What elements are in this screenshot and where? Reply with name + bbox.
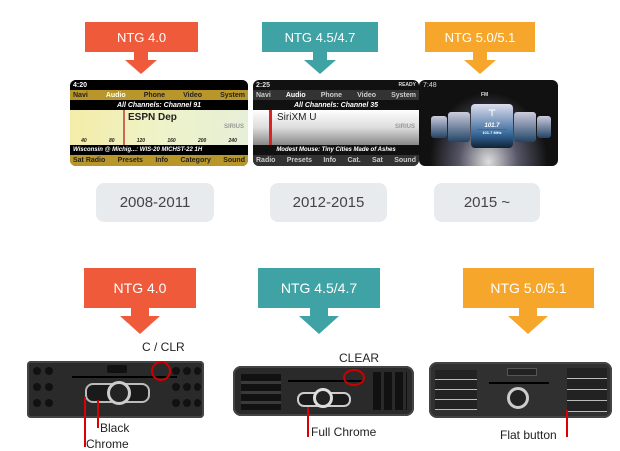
arrow-stem — [519, 308, 537, 316]
arrow-stem — [134, 52, 148, 60]
softkey: Presets — [286, 157, 313, 164]
channel-text: All Channels: Channel 35 — [293, 101, 379, 109]
down-arrow-icon — [508, 316, 548, 334]
down-arrow-icon — [304, 60, 336, 74]
rotary-knob — [313, 388, 333, 408]
menu-item: Navi — [256, 91, 271, 99]
rotary-knob — [507, 387, 529, 409]
cd-slot — [489, 382, 549, 384]
arrow-stem — [310, 308, 328, 316]
down-arrow-icon — [125, 60, 157, 74]
ntg50-screen: 7:48 FM ⊤ 101.7 101.7 MHz — [419, 80, 558, 166]
clock: 4:20 — [73, 81, 88, 89]
banner-ntg45-top: NTG 4.5/4.7 — [262, 22, 378, 52]
menu-item: Video — [357, 91, 377, 99]
frequency-sub: 101.7 MHz — [477, 129, 507, 135]
menu-item: Navi — [73, 91, 88, 99]
station-name: SiriXM U — [277, 112, 317, 123]
rotary-knob — [107, 381, 131, 405]
menu-item: Audio — [285, 91, 306, 99]
annotation-full-chrome: Full Chrome — [311, 425, 377, 439]
banner-ntg50-top: NTG 5.0/5.1 — [425, 22, 535, 52]
softkey: Sound — [223, 157, 245, 164]
channel-text: All Channels: Channel 91 — [116, 101, 202, 109]
info-text: Wisconsin @ Michig...: WIS-20 MICHST-22 … — [73, 147, 203, 153]
annotation-flat-button: Flat button — [500, 428, 557, 442]
menu-item: Audio — [105, 91, 126, 99]
annotation-clear: CLEAR — [339, 351, 380, 365]
band-title: FM — [481, 92, 489, 98]
ntg45-head-unit — [233, 366, 414, 416]
tick: 120 — [136, 138, 146, 144]
down-arrow-icon — [299, 316, 339, 334]
softkey: Sat Radio — [73, 157, 106, 164]
ntg40-head-unit — [27, 361, 204, 418]
menu-item: System — [391, 91, 416, 99]
tick: 40 — [81, 138, 87, 144]
softkey: Info — [155, 157, 169, 164]
clear-highlight-circle — [343, 369, 365, 386]
pointer-line — [307, 407, 309, 437]
active-station-tile: ⊤ 101.7 101.7 MHz — [471, 104, 513, 148]
softkey: Category — [180, 157, 211, 164]
eject-button — [107, 365, 127, 373]
softkey: Radio — [256, 157, 276, 164]
ntg45-screen: 2:25 READY Navi Audio Phone Video System All … — [253, 80, 419, 166]
annotation-c-clr: C / CLR — [142, 340, 185, 354]
pointer-line — [84, 397, 86, 447]
ntg40-screen: 4:20 Navi Audio Phone Video System All Chann… — [70, 80, 248, 166]
cd-slot — [72, 376, 177, 378]
banner-ntg45-bottom: NTG 4.5/4.7 — [258, 268, 380, 308]
frequency: 101.7 — [484, 123, 500, 129]
cd-slot — [288, 380, 363, 382]
preset-tile — [537, 116, 551, 138]
years-ntg40: 2008-2011 — [96, 183, 214, 222]
softkey: Info — [323, 157, 337, 164]
preset-tile — [448, 112, 470, 142]
arrow-stem — [473, 52, 487, 60]
station-name: ESPN Dep — [128, 112, 177, 123]
tick: 200 — [197, 138, 207, 144]
softkey: Sat — [372, 157, 383, 164]
down-arrow-icon — [120, 316, 160, 334]
tick: 80 — [108, 138, 115, 144]
annotation-black: Black — [100, 421, 130, 435]
info-text: Modest Mouse: Tiny Cities Made of Ashes — [276, 147, 396, 153]
clock: 2:25 — [256, 81, 271, 89]
softkey: Presets — [117, 157, 143, 164]
ntg50-head-unit — [429, 362, 612, 418]
clr-highlight-circle — [151, 361, 171, 381]
years-ntg45: 2012-2015 — [270, 183, 387, 222]
clock: 7:48 — [423, 82, 437, 89]
tick: 160 — [167, 138, 176, 144]
softkey: Sound — [394, 157, 416, 164]
pointer-line — [97, 400, 99, 428]
banner-ntg40-top: NTG 4.0 — [85, 22, 198, 52]
down-arrow-icon — [464, 60, 496, 74]
softkey: Cat. — [347, 157, 361, 164]
menu-item: Phone — [143, 91, 166, 99]
sirius-logo: SIRIUS — [223, 124, 244, 130]
arrow-stem — [131, 308, 149, 316]
sirius-logo: SIRIUS — [394, 124, 415, 130]
pointer-line — [566, 410, 568, 437]
years-ntg50: 2015 ~ — [434, 183, 540, 222]
clear-button — [507, 368, 537, 376]
menu-item: System — [220, 91, 245, 99]
tick: 240 — [228, 138, 237, 144]
preset-tile — [514, 112, 536, 142]
menu-item: Phone — [320, 91, 343, 99]
banner-ntg50-bottom: NTG 5.0/5.1 — [463, 268, 594, 308]
menu-item: Video — [183, 91, 203, 99]
status-text: READY — [398, 82, 416, 88]
banner-ntg40-bottom: NTG 4.0 — [84, 268, 196, 308]
arrow-stem — [313, 52, 327, 60]
preset-tile — [431, 116, 447, 138]
annotation-chrome: Chrome — [86, 437, 129, 451]
